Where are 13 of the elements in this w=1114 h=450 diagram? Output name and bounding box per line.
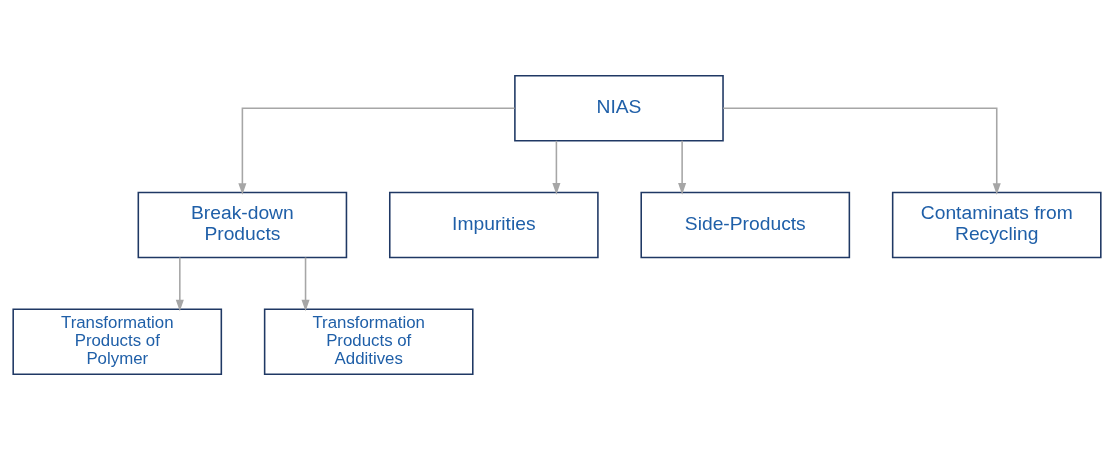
node-box: Break-down Products — [137, 191, 348, 259]
arrow — [175, 256, 184, 312]
arrow — [301, 256, 310, 312]
node-box: Impurities — [389, 191, 599, 259]
arrow — [678, 140, 687, 195]
node-box: NIAS — [514, 75, 724, 142]
arrow — [552, 140, 561, 195]
node-box: Transformation Products of Additives — [263, 308, 474, 375]
node-box: Transformation Products of Polymer — [12, 308, 223, 375]
node-box: Contaminats from Recycling — [891, 191, 1102, 259]
arrow — [238, 107, 516, 195]
node-box: Side-Products — [640, 191, 851, 259]
arrow — [722, 107, 1001, 195]
